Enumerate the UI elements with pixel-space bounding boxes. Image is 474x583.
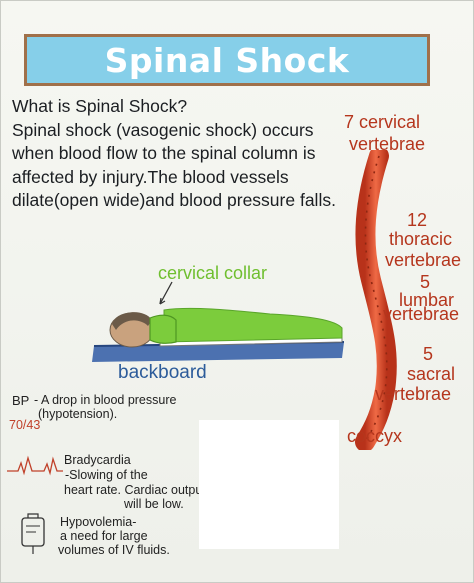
sacral-name-label: sacral — [407, 364, 456, 384]
patient-illustration — [92, 307, 345, 362]
green-blanket — [163, 307, 343, 343]
iv-bag-icon — [21, 513, 45, 554]
page-title: Spinal Shock — [104, 40, 350, 80]
thoracic-name-label: thoracic — [389, 229, 453, 249]
lumbar-count-label: 5 — [420, 272, 431, 292]
sacral-vertebrae-label: vertebrae — [375, 384, 452, 404]
cervical-vertebrae-label: vertebrae — [349, 134, 426, 154]
bradycardia-text-2: heart rate. Cardiac output — [64, 483, 206, 497]
hypovolemia-title: Hypovolemia- — [60, 515, 137, 529]
bradycardia-title: Bradycardia — [64, 453, 131, 467]
bradycardia-text-1: -Slowing of the — [65, 468, 148, 482]
cervical-collar-label: cervical collar — [158, 263, 268, 283]
sacral-count-label: 5 — [423, 344, 434, 364]
thoracic-vertebrae-label: vertebrae — [385, 250, 462, 270]
backboard-shape — [92, 342, 344, 362]
thoracic-count-label: 12 — [407, 210, 428, 230]
cervical-count-label: 7 cervical — [344, 112, 421, 132]
hypovolemia-text-2: volumes of IV fluids. — [58, 543, 170, 557]
lumbar-vertebrae-label: vertebrae — [383, 304, 460, 324]
bp-text-1: - A drop in blood pressure — [34, 393, 177, 407]
coccyx-label: coccyx — [347, 426, 403, 446]
hypovolemia-text-1: a need for large — [60, 529, 148, 543]
title-banner: Spinal Shock — [24, 34, 430, 86]
lumbar-name-label: lumbar — [399, 290, 455, 310]
cervical-collar-shape — [149, 314, 177, 344]
intro-question: What is Spinal Shock? — [12, 96, 188, 116]
collar-pointer — [159, 281, 173, 305]
intro-text: What is Spinal Shock? Spinal shock (vaso… — [12, 95, 342, 213]
heart-rhythm-icon — [7, 455, 63, 476]
intro-body: Spinal shock (vasogenic shock) occurs wh… — [12, 119, 336, 211]
bp-value: 70/43 — [9, 418, 41, 432]
spine-illustration — [355, 150, 397, 450]
bp-text-2: (hypotension). — [38, 407, 118, 421]
blank-panel — [199, 420, 339, 549]
bradycardia-text-3: will be low. — [124, 497, 184, 511]
backboard-label: backboard — [118, 362, 207, 383]
bp-label: BP — [12, 393, 30, 408]
